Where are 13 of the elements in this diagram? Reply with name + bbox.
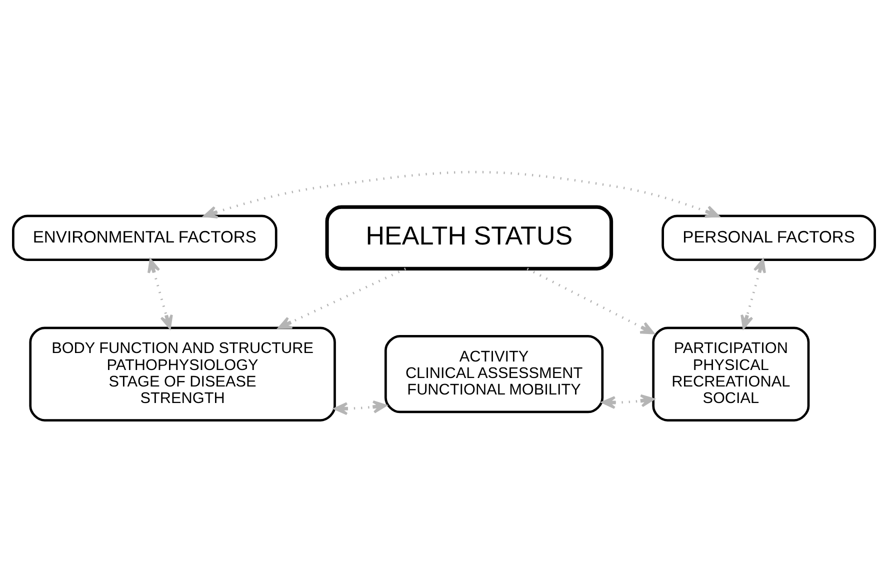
- node-box: ACTIVITY CLINICAL ASSESSMENT FUNCTIONAL MOBILITY: [384, 334, 604, 413]
- node-box: PARTICIPATION PHYSICAL RECREATIONAL SOCIAL: [652, 326, 810, 421]
- arrow: [204, 170, 720, 218]
- arrow: [602, 394, 654, 408]
- arrow: [334, 400, 387, 415]
- node-box: HEALTH STATUS: [325, 204, 614, 270]
- arrow: [526, 267, 654, 334]
- arrow: [278, 267, 406, 328]
- node-box: ENVIRONMENTAL FACTORS: [12, 214, 278, 260]
- node-box: BODY FUNCTION AND STRUCTURE PATHOPHYSIOLOGY STAGE OF DISEASE STRENGTH: [29, 326, 336, 421]
- node-box: PERSONAL FACTORS: [662, 214, 876, 260]
- arrow: [740, 258, 766, 328]
- arrow: [148, 258, 173, 328]
